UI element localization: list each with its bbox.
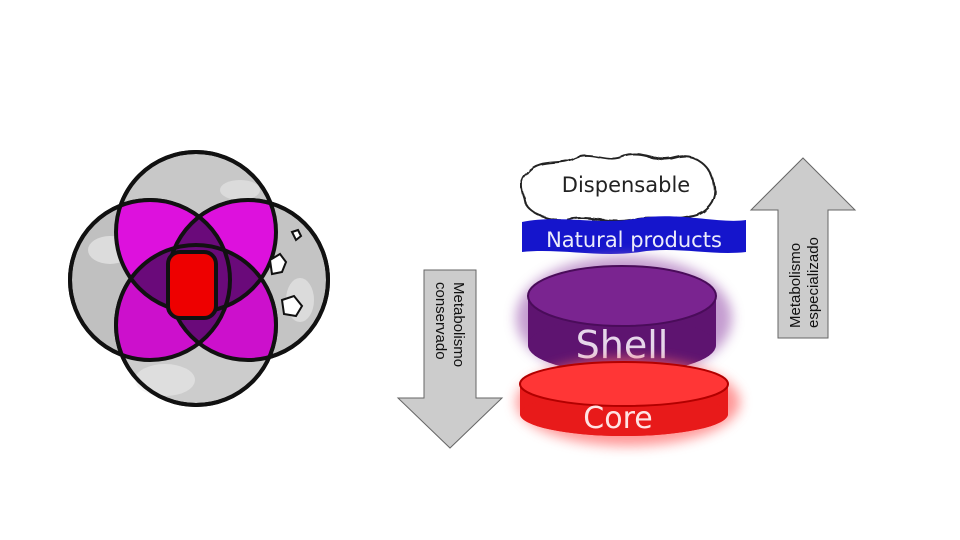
venn-diagram: [68, 150, 330, 407]
arrow-metabolismo-conservado: Metabolismo conservado: [396, 269, 504, 449]
venn-inner-region: [116, 200, 276, 360]
core-label: Core: [583, 401, 652, 436]
up-arrow-shape: [749, 157, 857, 339]
down-arrow-label-line1: Metabolismo: [450, 282, 467, 367]
down-arrow-label-line2: conservado: [432, 282, 449, 360]
down-arrow-shape: [396, 269, 504, 449]
layer-core: Core: [516, 358, 740, 446]
natural-products-label: Natural products: [546, 228, 722, 252]
layer-dispensable: Dispensable: [520, 153, 716, 222]
venn-fragments: [268, 228, 304, 318]
up-arrow-label-line1: Metabolismo: [787, 243, 804, 328]
arrow-metabolismo-especializado: Metabolismo especializado: [749, 157, 857, 339]
venn-outlines: [68, 150, 330, 407]
layer-natural-products: Natural products: [522, 216, 746, 254]
up-arrow-label-line2: especializado: [805, 237, 822, 328]
layer-stack: Dispensable Natural products Shell Core: [516, 153, 746, 446]
dispensable-label: Dispensable: [562, 173, 690, 197]
venn-core-red: [166, 250, 218, 320]
layer-shell: Shell: [516, 256, 732, 380]
